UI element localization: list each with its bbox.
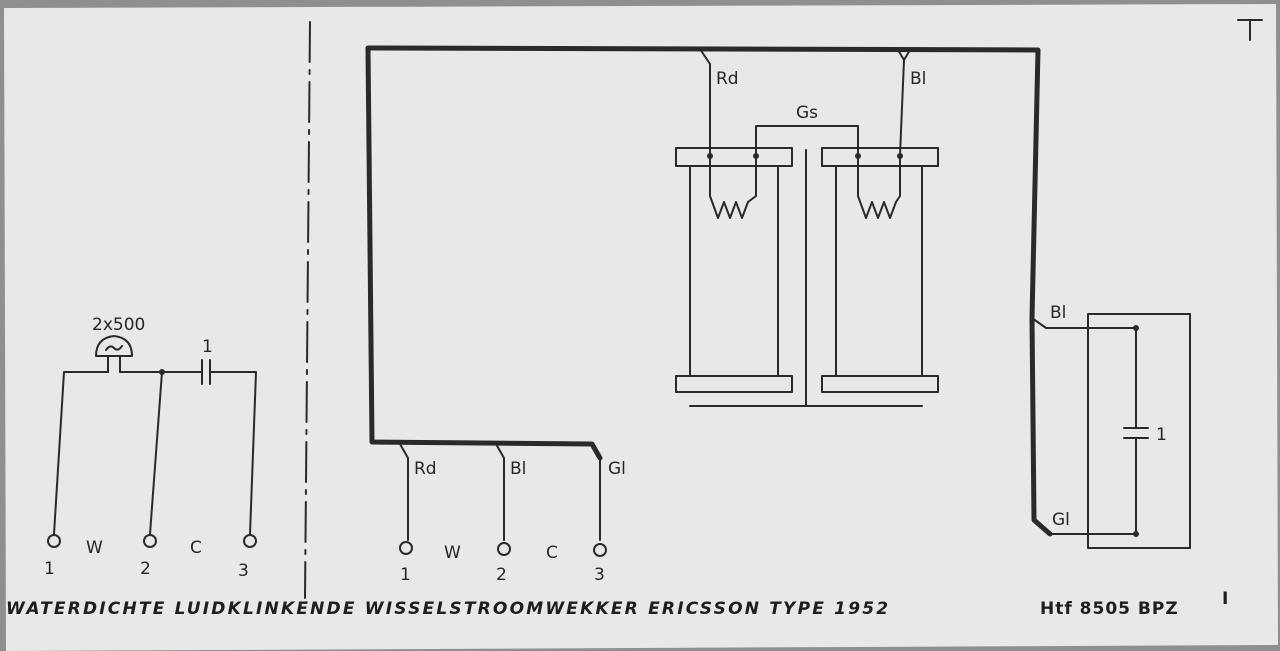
- terminal-letter: C: [546, 543, 558, 563]
- wire-label-bl: Bl: [510, 459, 526, 479]
- branch-bl: [495, 443, 505, 541]
- side-wire-bl: [1031, 317, 1137, 329]
- terminal-2: [497, 542, 511, 556]
- coil-right: [821, 147, 939, 393]
- terminal-3: [593, 543, 607, 557]
- terminal-letter: W: [86, 538, 103, 558]
- coil-rating-label: 2x500: [92, 315, 145, 335]
- side-label-gl: Gl: [1052, 510, 1070, 530]
- capacitor-enclosure: [1087, 313, 1191, 549]
- terminal-number: 2: [140, 559, 151, 579]
- drop-bl: [897, 49, 911, 156]
- wire-label-rd-top: Rd: [716, 69, 739, 89]
- junction-dot: [707, 153, 713, 159]
- capacitor-box: 1 Bl Gl: [1031, 303, 1191, 549]
- terminal-letter: W: [444, 543, 461, 563]
- corner-mark: [1237, 19, 1263, 41]
- coil-body: [689, 165, 779, 377]
- side-label-bl: Bl: [1050, 303, 1066, 323]
- terminal-1: [399, 541, 413, 555]
- resistor-zigzag: [709, 154, 757, 219]
- bridge-wire: [755, 125, 859, 156]
- coil-leads: [107, 355, 121, 373]
- resistor-zigzag: [857, 154, 901, 219]
- junction-dot: [855, 153, 861, 159]
- schematic-wire-1: [53, 371, 109, 535]
- schematic-diagram: 2x500 1 1 2 3 W C: [44, 315, 257, 581]
- coil-left: [675, 147, 793, 393]
- terminal-number: 2: [496, 565, 507, 585]
- branch-rd: [399, 443, 409, 541]
- coil-top-plate: [821, 147, 939, 167]
- coil-tilde: [105, 345, 123, 351]
- junction-dot: [753, 153, 759, 159]
- wiring-layout: Rd Bl Gl 1 2 3 W C Rd Bl Gs: [365, 45, 1191, 585]
- coil-symbol: [95, 335, 133, 357]
- wire-label-rd: Rd: [414, 459, 437, 479]
- terminal-3: [243, 534, 257, 548]
- capacitor-value: 1: [202, 337, 213, 357]
- junction-dot: [897, 153, 903, 159]
- junction-dot: [1133, 531, 1139, 537]
- sheet-mark: I: [1222, 589, 1229, 609]
- schematic-wire-3: [209, 371, 257, 535]
- terminal-number: 3: [238, 561, 249, 581]
- terminal-1: [47, 534, 61, 548]
- paper: [4, 4, 1278, 651]
- capacitor-value: 1: [1156, 425, 1167, 445]
- junction-dot: [159, 369, 165, 375]
- wire-label-gl: Gl: [608, 459, 626, 479]
- junction-dot: [1133, 325, 1139, 331]
- wire-label-bl-top: Bl: [910, 69, 926, 89]
- coil-body: [835, 165, 923, 377]
- terminal-number: 1: [44, 559, 55, 579]
- terminal-letter: C: [190, 538, 202, 558]
- drop-rd: [699, 48, 711, 156]
- capacitor-plates: [1123, 427, 1149, 439]
- terminal-number: 3: [594, 565, 605, 585]
- coil-bottom-plate: [675, 375, 793, 393]
- divider-line: [304, 21, 311, 599]
- coil-top-plate: [675, 147, 793, 167]
- terminal-number: 1: [400, 565, 411, 585]
- diagram-title: WATERDICHTE LUIDKLINKENDE WISSELSTROOMWE…: [6, 599, 890, 619]
- coil-bottom-plate: [821, 375, 939, 393]
- terminal-2: [143, 534, 157, 548]
- drawing-reference: Htf 8505 BPZ: [1040, 599, 1179, 619]
- bridge-label: Gs: [796, 103, 818, 123]
